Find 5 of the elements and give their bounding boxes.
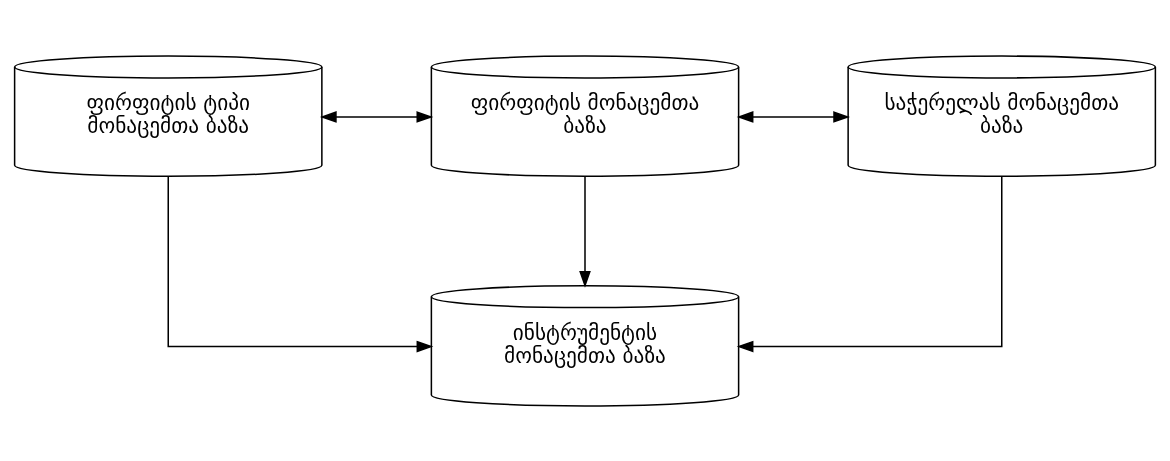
arrow bbox=[736, 175, 1003, 352]
arrow bbox=[167, 175, 434, 352]
arrow bbox=[736, 110, 850, 123]
arrow bbox=[579, 175, 591, 288]
arrow bbox=[319, 110, 434, 123]
